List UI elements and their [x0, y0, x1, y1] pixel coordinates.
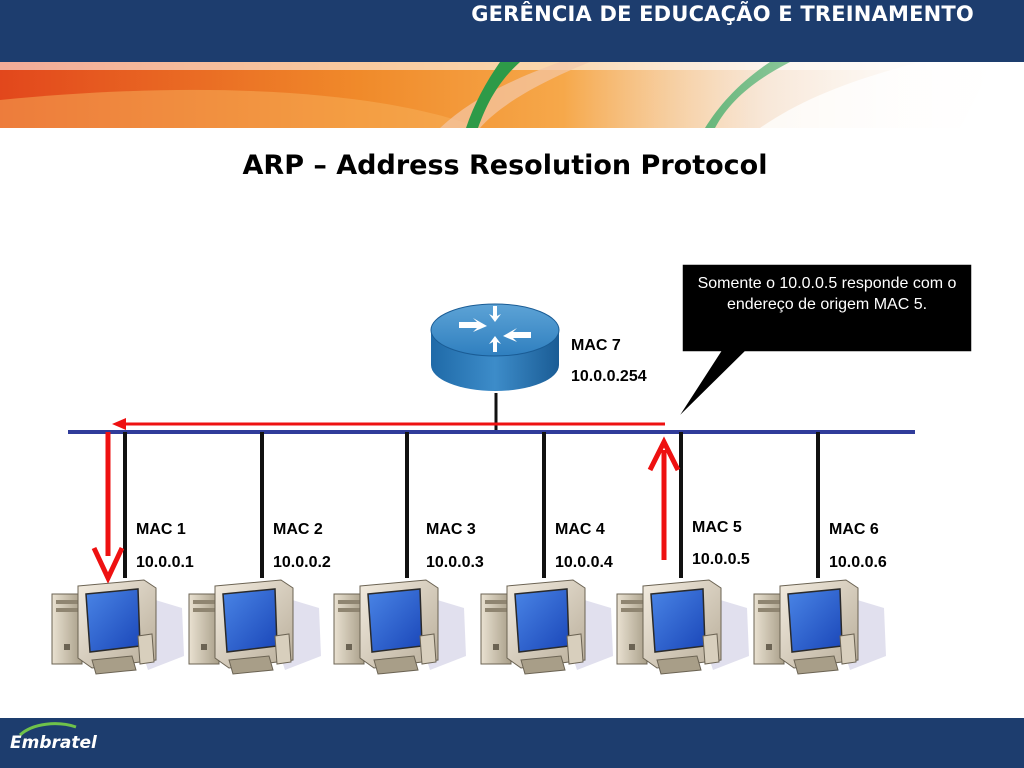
host-5-mac: MAC 5: [692, 519, 742, 536]
up-arrow-host-5-head: [647, 436, 681, 472]
reply-arrow-bus-head: [112, 418, 126, 430]
computer-icon: [51, 579, 184, 675]
slide-title: ARP – Address Resolution Protocol: [242, 150, 768, 181]
host-3-ip: 10.0.0.3: [426, 554, 484, 571]
header-title: GERÊNCIA DE EDUCAÇÃO E TREINAMENTO: [471, 2, 974, 26]
footer-bar: [0, 718, 1024, 768]
router-icon: [430, 303, 560, 391]
computer-icon: [753, 579, 886, 675]
router-mac-label: MAC 7: [571, 337, 621, 354]
host-1-ip: 10.0.0.1: [136, 554, 194, 571]
computer-icon: [188, 579, 321, 675]
callout-box: [675, 263, 973, 421]
host-2-mac: MAC 2: [273, 521, 323, 538]
host-1-mac: MAC 1: [136, 521, 186, 538]
down-arrow-host-1-head: [91, 546, 125, 584]
host-5-ip: 10.0.0.5: [692, 551, 750, 568]
computer-icon: [333, 579, 466, 675]
host-4-mac: MAC 4: [555, 521, 605, 538]
header-graphic: [0, 0, 1024, 128]
router-ip-label: 10.0.0.254: [571, 368, 647, 385]
computer-icon: [480, 579, 613, 675]
host-drop-lines: [123, 432, 820, 578]
callout-text: Somente o 10.0.0.5 responde com o endere…: [697, 275, 957, 313]
embratel-logo: Embratel: [10, 733, 97, 753]
host-2-ip: 10.0.0.2: [273, 554, 331, 571]
network-diagram: [51, 263, 973, 675]
host-3-mac: MAC 3: [426, 521, 476, 538]
computer-icon: [616, 579, 749, 675]
host-6-mac: MAC 6: [829, 521, 879, 538]
host-6-ip: 10.0.0.6: [829, 554, 887, 571]
embratel-logo-mark: [18, 722, 77, 737]
host-4-ip: 10.0.0.4: [555, 554, 613, 571]
computers: [51, 579, 886, 675]
header-banner: GERÊNCIA DE EDUCAÇÃO E TREINAMENTO: [0, 0, 1024, 128]
